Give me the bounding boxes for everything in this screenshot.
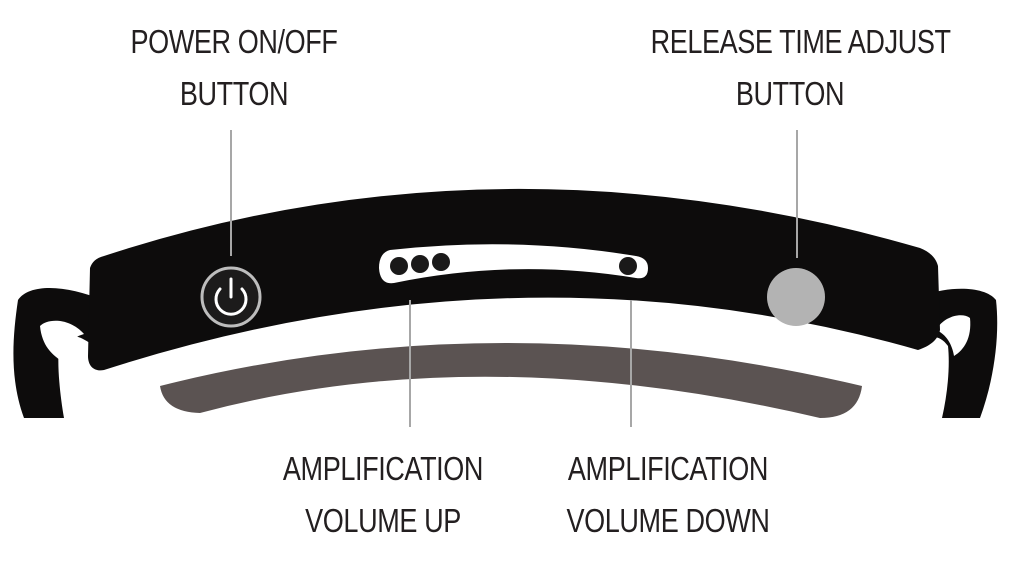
label-volume-up: AMPLIFICATION VOLUME UP	[260, 443, 506, 547]
label-release-line1: RELEASE TIME ADJUST	[650, 23, 951, 60]
left-ear-hook-gap	[40, 320, 84, 360]
label-volume-up-line1: AMPLIFICATION	[282, 450, 484, 487]
label-volume-down-line2: VOLUME DOWN	[566, 502, 770, 539]
right-ear-hook-gap	[936, 315, 971, 356]
label-power-line1: POWER ON/OFF	[130, 23, 338, 60]
label-volume-down-line1: AMPLIFICATION	[567, 450, 769, 487]
device-body	[88, 188, 940, 371]
power-icon	[214, 277, 248, 316]
release-time-button[interactable]	[767, 268, 825, 326]
label-volume-up-line2: VOLUME UP	[305, 502, 461, 539]
label-volume-down: AMPLIFICATION VOLUME DOWN	[545, 443, 791, 547]
label-power-button: POWER ON/OFF BUTTON	[111, 16, 357, 120]
volume-up-dot-2	[411, 255, 429, 273]
volume-down-button[interactable]	[619, 257, 637, 275]
label-release-time-button: RELEASE TIME ADJUST BUTTON	[650, 16, 951, 120]
label-release-line2: BUTTON	[735, 75, 845, 112]
volume-slider	[379, 244, 648, 284]
volume-up-dot-3	[432, 253, 450, 271]
label-power-line2: BUTTON	[179, 75, 289, 112]
device-underside	[160, 343, 862, 418]
power-button[interactable]	[200, 266, 262, 328]
volume-up-button[interactable]	[390, 257, 408, 275]
